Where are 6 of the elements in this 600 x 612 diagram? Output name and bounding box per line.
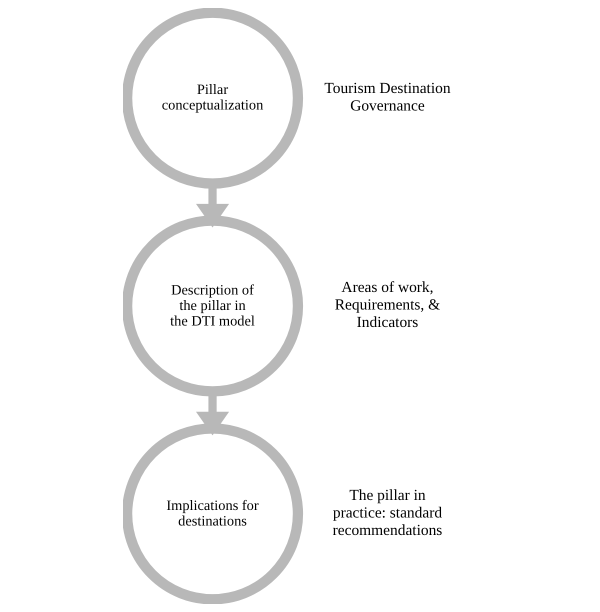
node-circle: Implications for destinations	[123, 423, 304, 604]
node-label: The pillar in practice: standard recommendations	[332, 486, 442, 539]
node-label: Areas of work, Requirements, & Indicators	[334, 279, 440, 332]
node-label: Tourism Destination Governance	[324, 80, 451, 114]
node-circle: Pillar conceptualization	[123, 8, 304, 189]
node-circle: Description of the pillar in the DTI model	[123, 215, 304, 397]
